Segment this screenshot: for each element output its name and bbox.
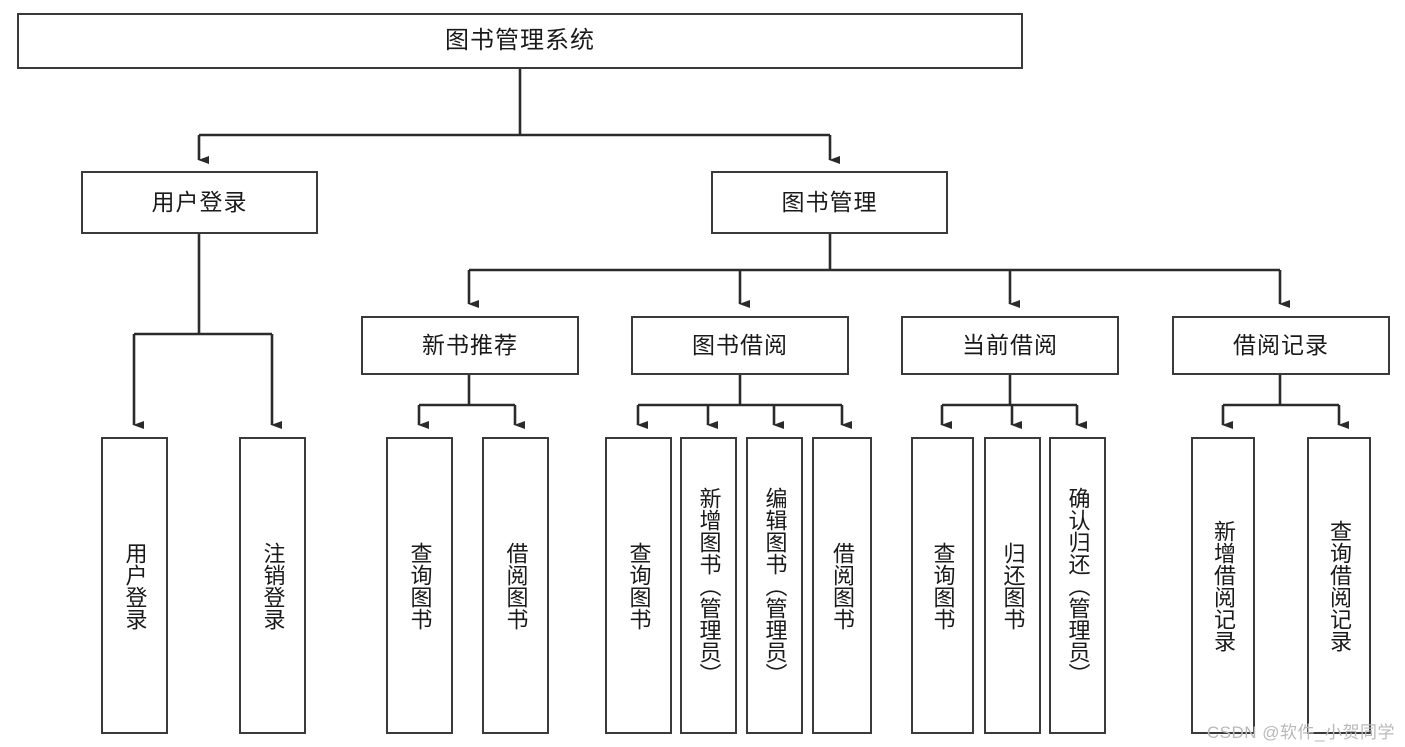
node-label: 归还图书 xyxy=(1000,541,1026,630)
node-new-book-recommend[interactable]: 新书推荐 xyxy=(361,316,579,375)
node-current-borrow[interactable]: 当前借阅 xyxy=(901,316,1119,375)
node-label: 查询图书 xyxy=(930,541,956,630)
node-label: 查询图书 xyxy=(407,541,433,630)
leaf-add-book[interactable]: 新增图书（管理员） xyxy=(680,437,737,734)
leaf-borrow-book-recommend[interactable]: 借阅图书 xyxy=(482,437,549,734)
leaf-query-book-current[interactable]: 查询图书 xyxy=(911,437,974,734)
leaf-query-borrow-record[interactable]: 查询借阅记录 xyxy=(1307,437,1371,734)
node-user-login[interactable]: 用户登录 xyxy=(81,171,318,234)
node-label: 新增借阅记录 xyxy=(1210,519,1236,652)
leaf-user-logout[interactable]: 注销登录 xyxy=(239,437,306,734)
leaf-return-book[interactable]: 归还图书 xyxy=(984,437,1041,734)
leaf-user-login[interactable]: 用户登录 xyxy=(101,437,168,734)
node-book-borrow[interactable]: 图书借阅 xyxy=(631,316,849,375)
node-label: 图书管理 xyxy=(781,188,878,215)
node-label: 当前借阅 xyxy=(962,331,1058,358)
leaf-borrow-book[interactable]: 借阅图书 xyxy=(812,437,872,734)
node-root-system[interactable]: 图书管理系统 xyxy=(17,13,1023,69)
node-borrow-record[interactable]: 借阅记录 xyxy=(1172,316,1390,375)
leaf-edit-book[interactable]: 编辑图书（管理员） xyxy=(746,437,803,734)
node-label: 查询图书 xyxy=(626,541,652,630)
leaf-query-book-recommend[interactable]: 查询图书 xyxy=(386,437,453,734)
node-label: 图书管理系统 xyxy=(445,26,595,54)
node-label: 新书推荐 xyxy=(422,331,518,358)
leaf-add-borrow-record[interactable]: 新增借阅记录 xyxy=(1191,437,1255,734)
leaf-confirm-return[interactable]: 确认归还（管理员） xyxy=(1049,437,1106,734)
node-label: 借阅图书 xyxy=(503,541,529,630)
node-book-management[interactable]: 图书管理 xyxy=(711,171,948,234)
node-label: 借阅图书 xyxy=(829,541,855,630)
leaf-query-book-borrow[interactable]: 查询图书 xyxy=(605,437,672,734)
node-label: 编辑图书（管理员） xyxy=(762,486,788,685)
node-label: 查询借阅记录 xyxy=(1326,519,1352,652)
node-label: 新增图书（管理员） xyxy=(696,486,722,685)
node-label: 确认归还（管理员） xyxy=(1065,486,1091,685)
node-label: 借阅记录 xyxy=(1233,331,1329,358)
node-label: 注销登录 xyxy=(260,541,286,630)
node-label: 图书借阅 xyxy=(692,331,788,358)
node-label: 用户登录 xyxy=(122,541,148,630)
csdn-watermark: CSDN @软件_小贺同学 xyxy=(1206,723,1395,742)
node-label: 用户登录 xyxy=(151,188,248,215)
